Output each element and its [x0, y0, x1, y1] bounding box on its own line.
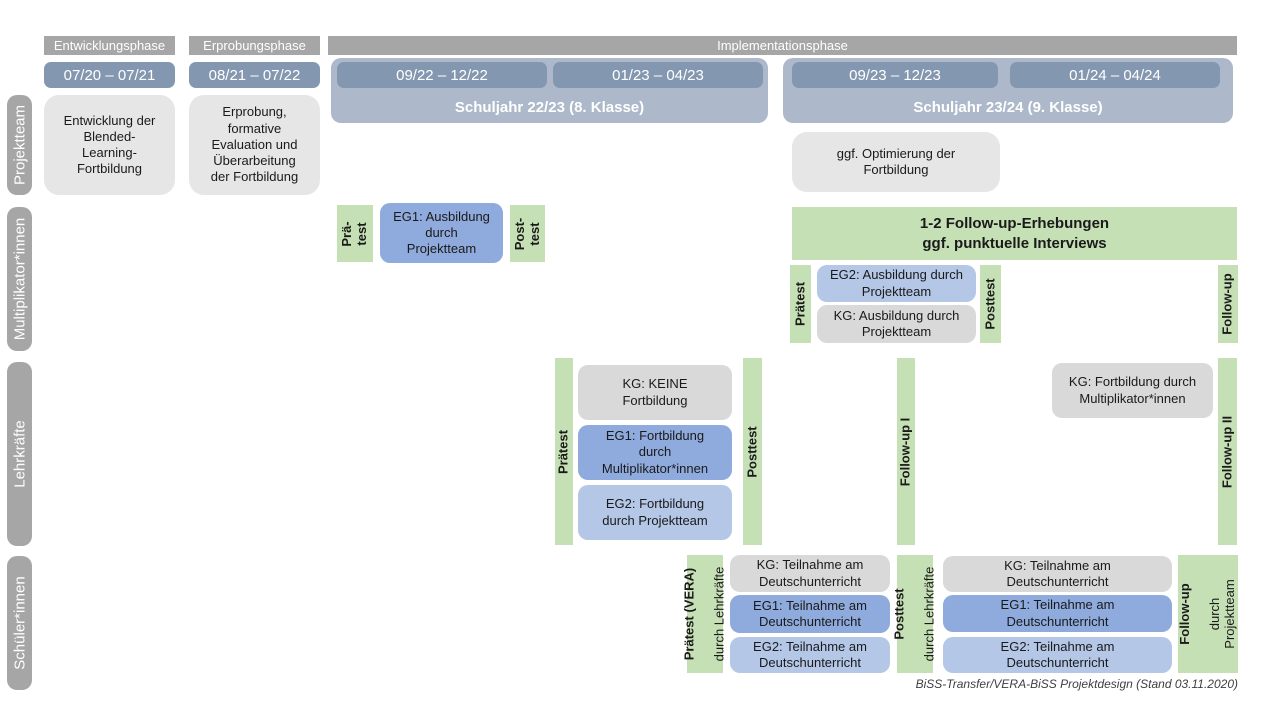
bar-label-sub: durch Lehrkräfte — [921, 566, 937, 662]
box-kg-keine-fortbildung: KG: KEINE Fortbildung — [578, 365, 732, 420]
date-label: 01/24 – 04/24 — [1069, 66, 1161, 84]
bar-label-sub: durch Projektteam — [1207, 579, 1237, 649]
phase-bar-implementationsphase: Implementationsphase — [328, 36, 1237, 55]
box-eg1-ausbildung-projektteam: EG1: Ausbildung durch Projektteam — [380, 203, 503, 263]
date-bar-0922-1222: 09/22 – 12/22 — [337, 62, 547, 88]
bar-label: Posttest — [744, 425, 760, 478]
date-label: 09/22 – 12/22 — [396, 66, 488, 84]
box-eg1-fortbildung-multiplikatoren: EG1: Fortbildung durch Multiplikator*inn… — [578, 425, 732, 480]
bar-praetest-vera-schueler: Prätest (VERA) durch Lehrkräfte — [682, 555, 726, 673]
bar-label: Prä- test — [339, 220, 369, 247]
bar-posttest-multiplikatoren-2: Posttest — [980, 265, 1001, 343]
row-label-text: Multiplikator*innen — [10, 217, 28, 341]
bar-label-bold: Follow-up — [1177, 583, 1193, 645]
schoolyear-group-23-24: 09/23 – 12/23 01/24 – 04/24 Schuljahr 23… — [783, 58, 1233, 123]
bar-followup-1-lehrkraefte: Follow-up I — [897, 358, 915, 545]
box-kg-teilnahme-1: KG: Teilnahme am Deutschunterricht — [730, 555, 890, 592]
phase-bar-erprobungsphase: Erprobungsphase — [189, 36, 320, 55]
row-label-projektteam: Projektteam — [7, 95, 32, 195]
row-label-text: Schüler*innen — [10, 576, 28, 670]
bar-followup-multiplikatoren: Follow-up — [1218, 265, 1238, 343]
date-label: 08/21 – 07/22 — [208, 66, 301, 84]
box-kg-fortbildung-multiplikatoren: KG: Fortbildung durch Multiplikator*inne… — [1052, 363, 1213, 418]
schoolyear-label-22-23: Schuljahr 22/23 (8. Klasse) — [454, 99, 645, 116]
phase-label: Implementationsphase — [717, 38, 848, 53]
footer-caption: BiSS-Transfer/VERA-BiSS Projektdesign (S… — [915, 677, 1238, 691]
phase-label: Entwicklungsphase — [53, 38, 166, 53]
box-eg2-ausbildung-projektteam: EG2: Ausbildung durch Projektteam — [817, 265, 976, 302]
bar-label: Prätest — [555, 429, 571, 474]
box-kg-ausbildung-projektteam: KG: Ausbildung durch Projektteam — [817, 305, 976, 343]
bar-praetest-multiplikatoren-2: Prätest — [790, 265, 811, 343]
box-eg1-teilnahme-1: EG1: Teilnahme am Deutschunterricht — [730, 595, 890, 633]
bar-followup-2-lehrkraefte: Follow-up II — [1218, 358, 1237, 545]
box-eg2-teilnahme-2: EG2: Teilnahme am Deutschunterricht — [943, 637, 1172, 673]
box-optimierung-fortbildung: ggf. Optimierung der Fortbildung — [792, 132, 1000, 192]
date-bar-0821-0722: 08/21 – 07/22 — [189, 62, 320, 88]
bar-label: Posttest — [982, 278, 998, 330]
bar-label: Prätest — [792, 281, 808, 327]
schoolyear-label-23-24: Schuljahr 23/24 (9. Klasse) — [913, 99, 1103, 116]
bar-label: Follow-up II — [1219, 415, 1235, 488]
date-bar-0720-0721: 07/20 – 07/21 — [44, 62, 175, 88]
row-label-lehrkraefte: Lehrkräfte — [7, 362, 32, 546]
date-label: 01/23 – 04/23 — [612, 66, 704, 84]
date-bar-0124-0424: 01/24 – 04/24 — [1010, 62, 1220, 88]
row-label-multiplikatorinnen: Multiplikator*innen — [7, 207, 32, 351]
box-followup-erhebungen: 1-2 Follow-up-Erhebungen ggf. punktuelle… — [792, 207, 1237, 260]
box-eg1-teilnahme-2: EG1: Teilnahme am Deutschunterricht — [943, 595, 1172, 632]
row-label-text: Projektteam — [10, 104, 28, 186]
bar-label-bold: Prätest (VERA) — [681, 567, 697, 661]
phase-bar-entwicklungsphase: Entwicklungsphase — [44, 36, 175, 55]
phase-label: Erprobungsphase — [203, 38, 306, 53]
schoolyear-group-22-23: 09/22 – 12/22 01/23 – 04/23 Schuljahr 22… — [331, 58, 768, 123]
bar-label: Follow-up — [1219, 273, 1235, 335]
row-label-text: Lehrkräfte — [10, 420, 28, 488]
bar-followup-schueler: Follow-up durch Projektteam — [1177, 555, 1238, 673]
box-eg2-teilnahme-1: EG2: Teilnahme am Deutschunterricht — [730, 637, 890, 673]
row-label-schuelerinnen: Schüler*innen — [7, 556, 32, 690]
bar-label-bold: Posttest — [891, 588, 907, 640]
date-label: 09/23 – 12/23 — [849, 66, 941, 84]
date-bar-0123-0423: 01/23 – 04/23 — [553, 62, 763, 88]
box-eg2-fortbildung-projektteam: EG2: Fortbildung durch Projektteam — [578, 485, 732, 540]
bar-posttest-lehrkraefte: Posttest — [743, 358, 762, 545]
bar-label: Post- test — [511, 217, 542, 250]
bar-posttest-multiplikatoren-1: Post- test — [510, 205, 545, 262]
date-label: 07/20 – 07/21 — [63, 66, 156, 84]
bar-label-sub: durch Lehrkräfte — [711, 566, 727, 662]
date-bar-0923-1223: 09/23 – 12/23 — [792, 62, 998, 88]
box-kg-teilnahme-2: KG: Teilnahme am Deutschunterricht — [943, 556, 1172, 592]
bar-praetest-lehrkraefte: Prätest — [555, 358, 573, 545]
box-erprobung-evaluation: Erprobung, formative Evaluation und Über… — [189, 95, 320, 195]
bar-praetest-multiplikatoren-1: Prä- test — [337, 205, 373, 262]
bar-label: Follow-up I — [897, 417, 913, 486]
bar-posttest-schueler: Posttest durch Lehrkräfte — [892, 555, 936, 673]
box-entwicklung-fortbildung: Entwicklung der Blended- Learning- Fortb… — [44, 95, 175, 195]
